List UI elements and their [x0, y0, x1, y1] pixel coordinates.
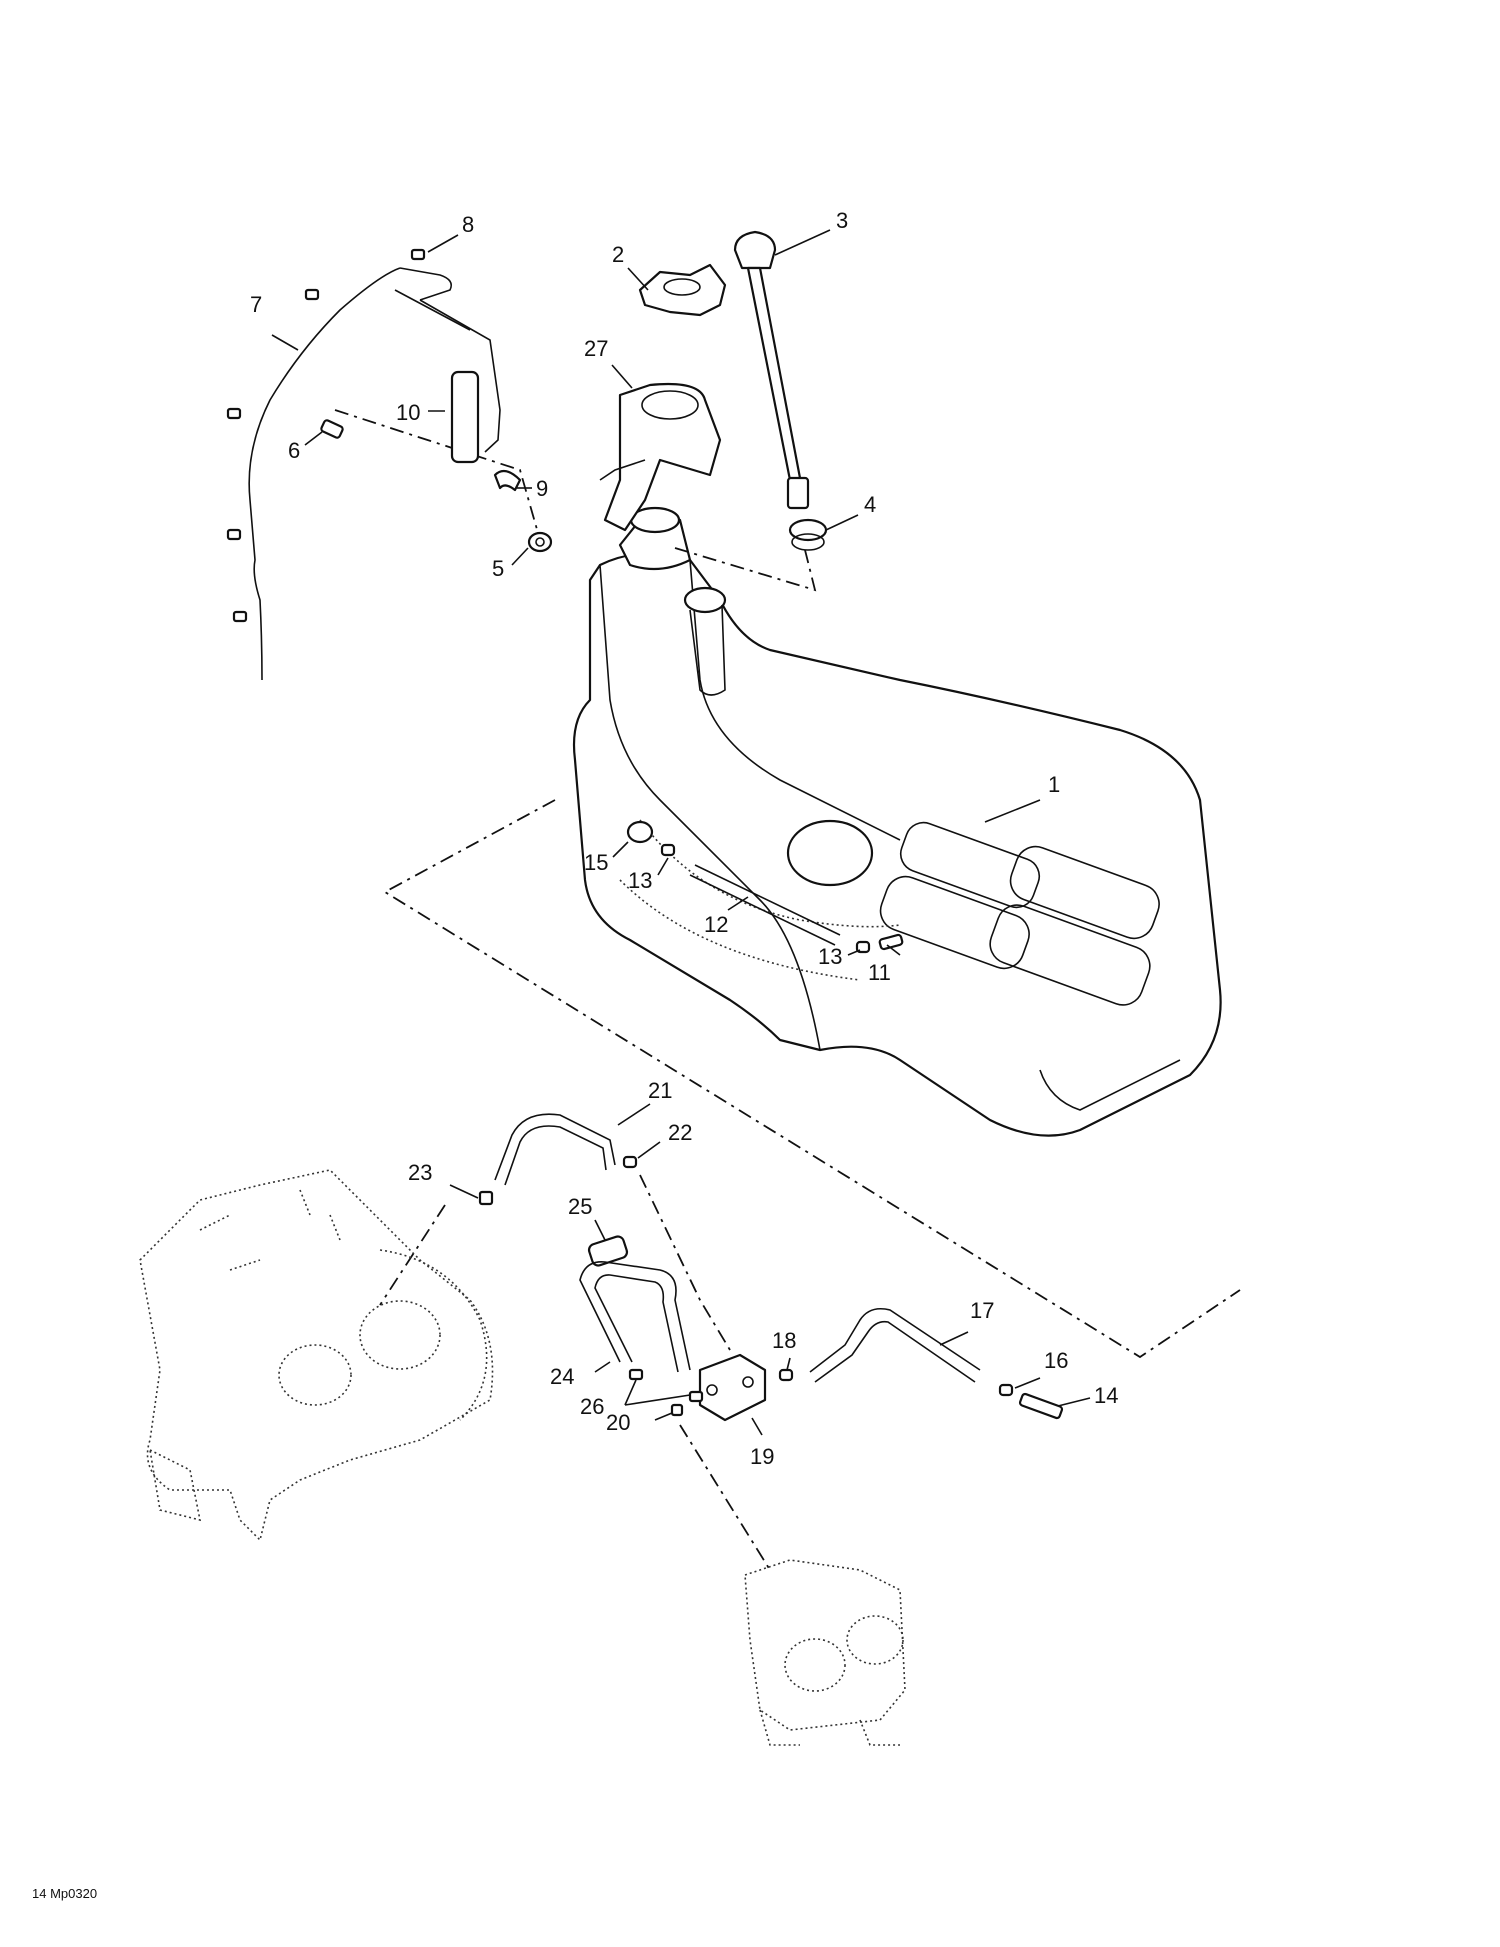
callout-1: 1 [1048, 772, 1060, 797]
callout-20: 20 [606, 1410, 630, 1435]
fuel-hose-12 [689, 864, 841, 946]
callout-22: 22 [668, 1120, 692, 1145]
callout-12: 12 [704, 912, 728, 937]
callout-3: 3 [836, 208, 848, 233]
vent-fitting [320, 419, 344, 439]
callout-16: 16 [1044, 1348, 1068, 1373]
clamp-16 [998, 1383, 1014, 1397]
fitting-20 [670, 1403, 684, 1417]
tank-grommet-15 [626, 820, 654, 844]
carburetors [744, 1559, 906, 1746]
fitting-26a [688, 1390, 704, 1403]
callout-13-lower: 13 [818, 944, 842, 969]
callout-25: 25 [568, 1194, 592, 1219]
gauge-grommet [788, 518, 828, 551]
callout-26: 26 [580, 1394, 604, 1419]
callout-9: 9 [536, 476, 548, 501]
fuel-gauge-rod [733, 230, 810, 510]
fitting-14 [1018, 1392, 1064, 1420]
engine-block [139, 1169, 494, 1542]
clamp-18 [778, 1368, 794, 1382]
callout-23: 23 [408, 1160, 432, 1185]
callout-8: 8 [462, 212, 474, 237]
leader-lines [271, 229, 1091, 1436]
hose-clips [226, 248, 426, 623]
callout-14: 14 [1094, 1383, 1118, 1408]
callout-27: 27 [584, 336, 608, 361]
fuel-tank [572, 506, 1222, 1137]
callout-10: 10 [396, 400, 420, 425]
fuel-cap [638, 263, 727, 317]
callout-labels: 1 2 3 4 5 6 7 8 9 10 11 12 13 13 14 15 1… [250, 208, 1118, 1469]
callout-4: 4 [864, 492, 876, 517]
figure-reference: 14 Mp0320 [32, 1886, 97, 1901]
vent-clamp [493, 469, 522, 492]
callout-19: 19 [750, 1444, 774, 1469]
fitting-11 [878, 933, 904, 951]
callout-24: 24 [550, 1364, 574, 1389]
fitting-26b [628, 1368, 644, 1381]
clamp-22 [622, 1155, 638, 1169]
callout-21: 21 [648, 1078, 672, 1103]
callout-15: 15 [584, 850, 608, 875]
vent-grommet [527, 531, 553, 553]
hose-24 [579, 1261, 691, 1373]
sleeve-25 [587, 1235, 629, 1267]
fuel-hose-17 [809, 1307, 981, 1383]
filler-bracket [599, 382, 722, 532]
callout-11: 11 [868, 960, 891, 985]
pulse-hose-21 [494, 1113, 616, 1186]
vent-sleeve [450, 370, 480, 464]
vent-tube [248, 267, 501, 681]
callout-2: 2 [612, 242, 624, 267]
callout-7: 7 [250, 292, 262, 317]
callout-18: 18 [772, 1328, 796, 1353]
fuel-pump-19 [698, 1353, 767, 1422]
fitting-23 [478, 1190, 494, 1206]
callout-6: 6 [288, 438, 300, 463]
callout-13-upper: 13 [628, 868, 652, 893]
clamps-13 [660, 843, 871, 954]
callout-5: 5 [492, 556, 504, 581]
callout-17: 17 [970, 1298, 994, 1323]
